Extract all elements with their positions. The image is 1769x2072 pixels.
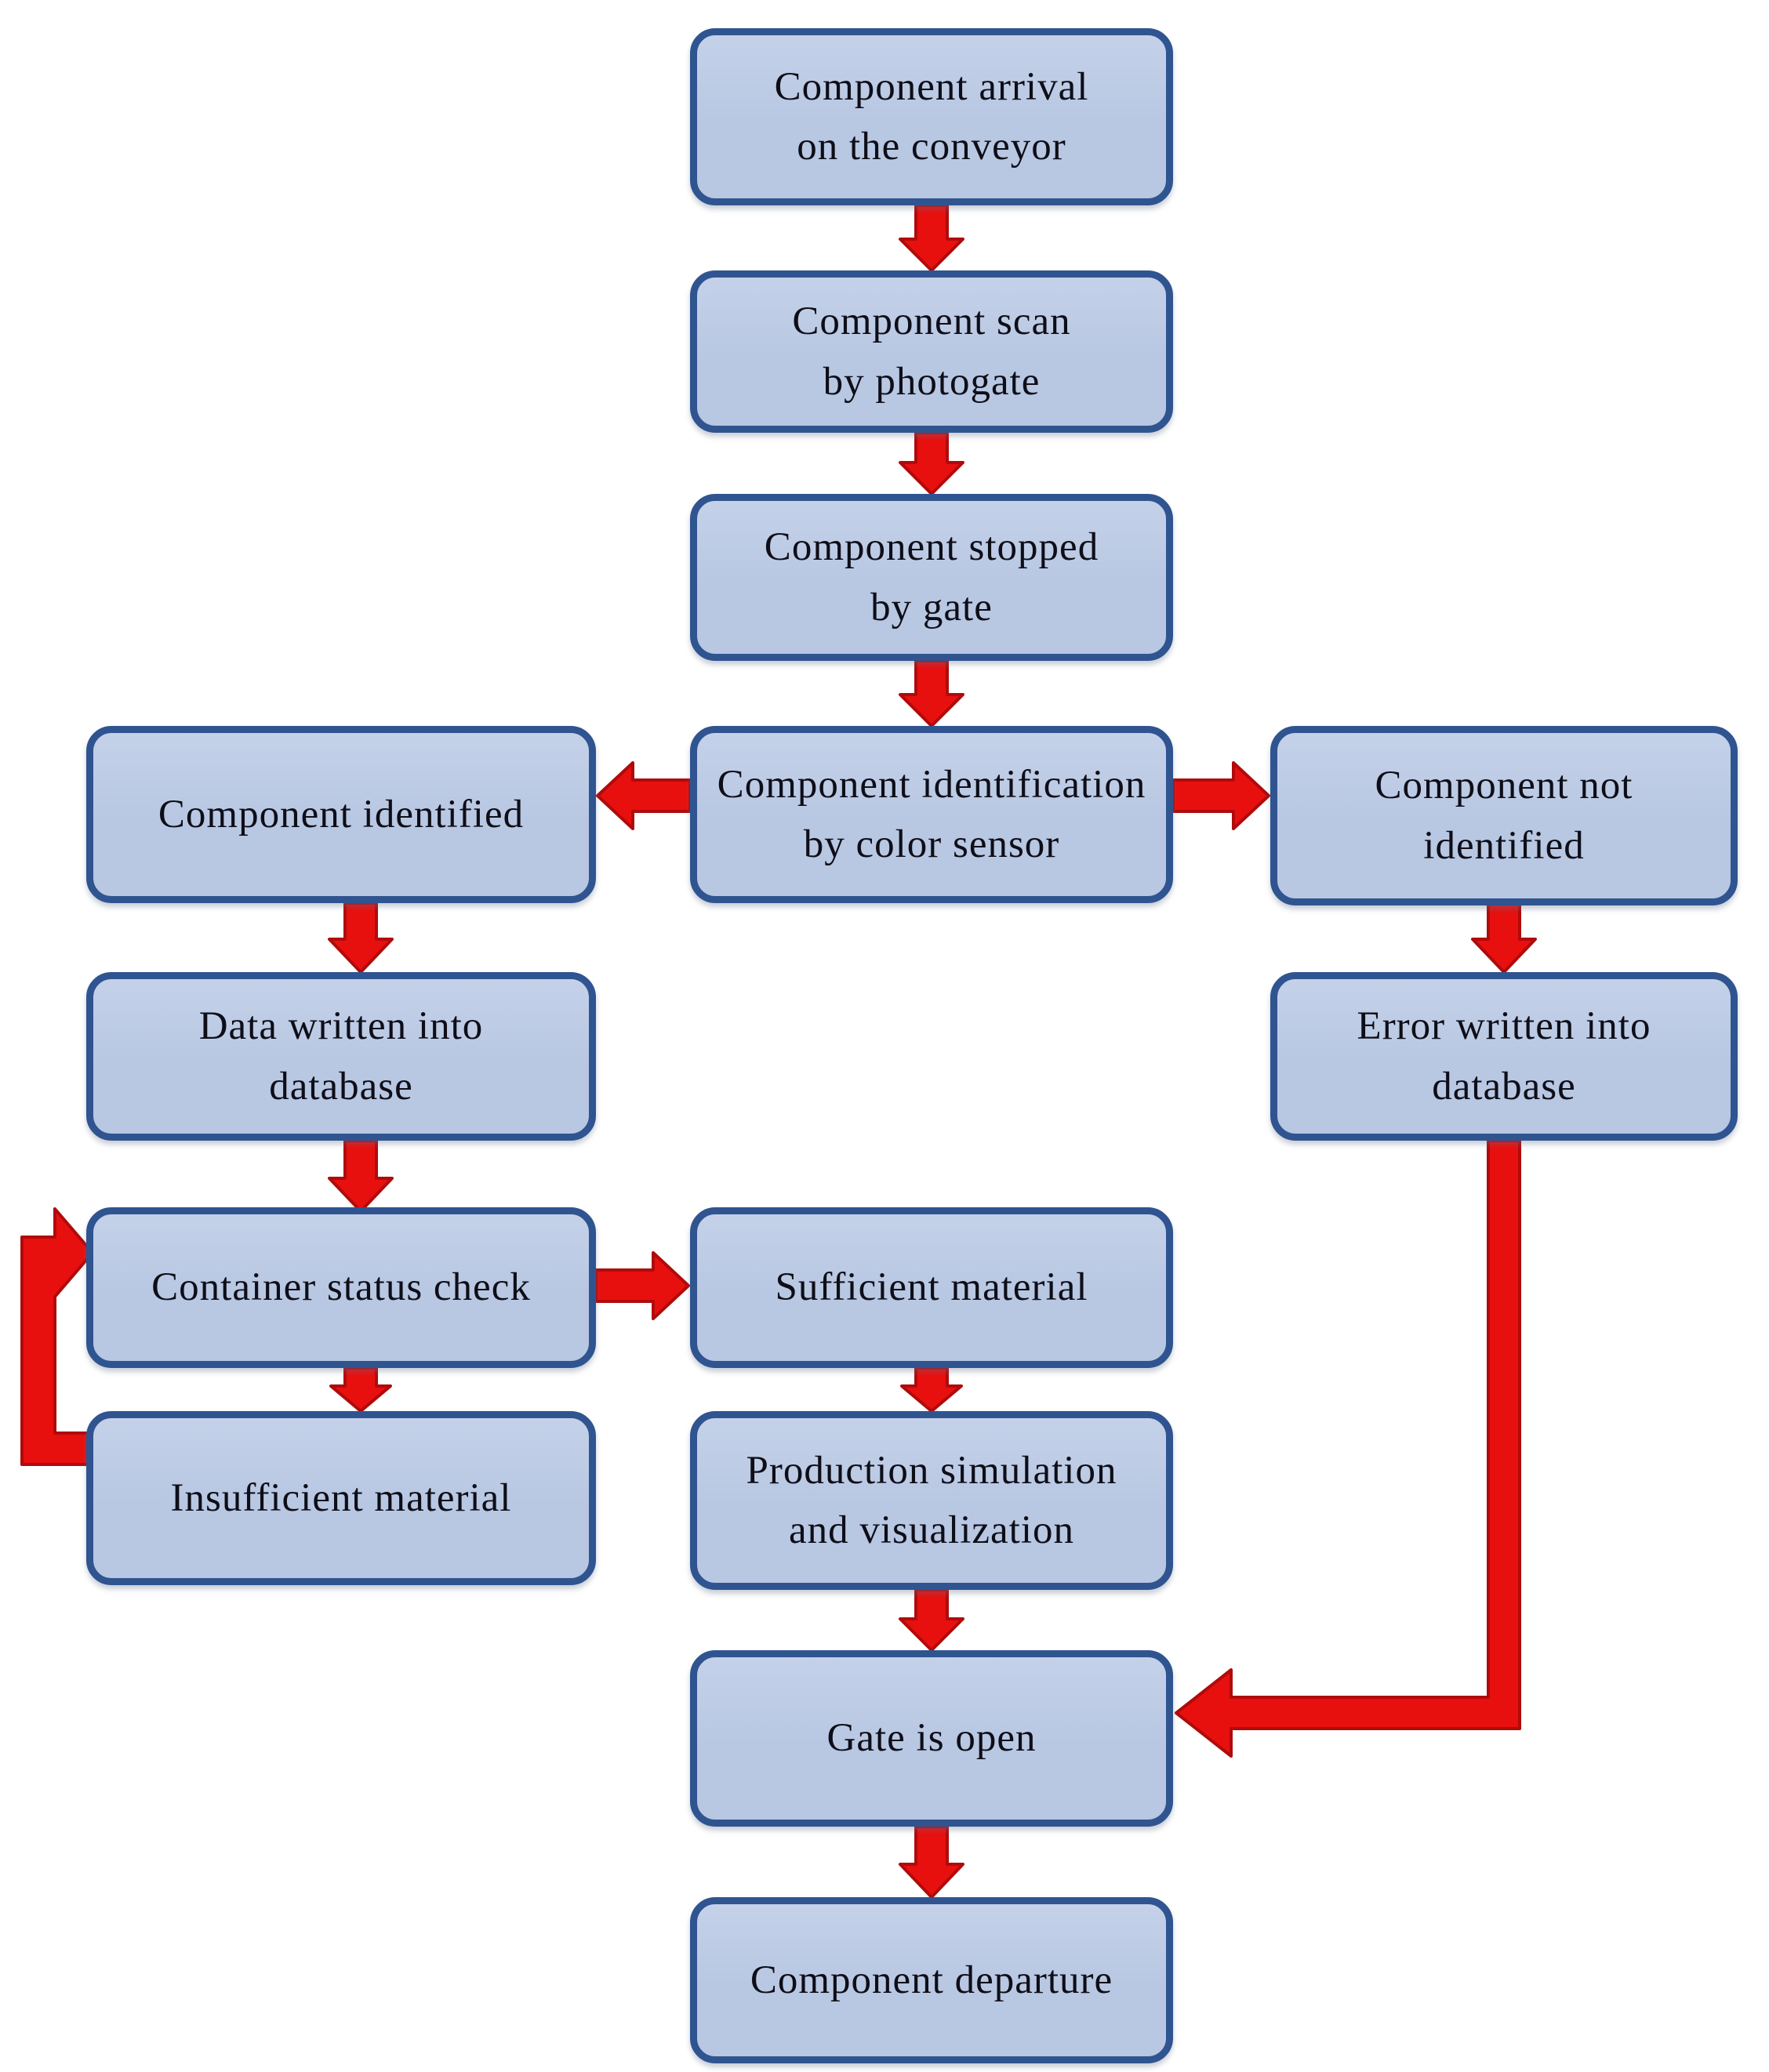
node-component-identification: Component identification by color sensor	[690, 726, 1173, 903]
node-label-line: Component stopped	[764, 525, 1099, 569]
node-production-simulation: Production simulation and visualization	[690, 1411, 1173, 1590]
node-label-line: Component identification	[717, 762, 1146, 807]
arrow-container-check-to-sufficient	[594, 1251, 690, 1320]
node-data-written-into-database: Data written into database	[86, 972, 596, 1141]
node-container-status-check: Container status check	[86, 1207, 596, 1368]
node-label-line: Data written into	[198, 1004, 484, 1048]
arrow-identification-to-not-identified	[1171, 761, 1270, 830]
arrow-data-written-to-container-check	[328, 1139, 394, 1213]
arrow-sufficient-to-production	[900, 1366, 963, 1413]
arrow-production-to-gate-open	[899, 1588, 964, 1652]
node-component-not-identified: Component not identified	[1270, 726, 1738, 905]
node-label-line: database	[269, 1064, 413, 1109]
arrow-error-written-to-gate-open	[1175, 1139, 1521, 1758]
node-label-line: Container status check	[151, 1265, 531, 1310]
node-component-stopped: Component stopped by gate	[690, 494, 1173, 661]
arrow-gate-open-to-departure	[899, 1825, 964, 1899]
node-label-line: Error written into	[1357, 1004, 1651, 1048]
arrow-identified-to-data-written	[328, 902, 394, 974]
node-label-line: Production simulation	[746, 1448, 1117, 1493]
node-component-scan: Component scan by photogate	[690, 270, 1173, 433]
node-label-line: Component identified	[158, 792, 525, 836]
node-label-line: database	[1432, 1064, 1576, 1109]
node-insufficient-material: Insufficient material	[86, 1411, 596, 1585]
arrow-stopped-to-identification	[899, 659, 964, 728]
node-sufficient-material: Sufficient material	[690, 1207, 1173, 1368]
node-label-line: by gate	[870, 585, 993, 630]
node-component-arrival: Component arrival on the conveyor	[690, 28, 1173, 205]
node-component-identified: Component identified	[86, 726, 596, 903]
node-label-line: on the conveyor	[797, 125, 1066, 169]
arrow-arrival-to-scan	[899, 204, 964, 272]
node-gate-is-open: Gate is open	[690, 1650, 1173, 1827]
arrow-scan-to-stopped	[899, 431, 964, 495]
node-label-line: Sufficient material	[775, 1265, 1088, 1310]
node-label-line: and visualization	[789, 1508, 1074, 1552]
arrow-container-check-to-insufficient	[329, 1366, 392, 1413]
node-label-line: Component not	[1375, 764, 1633, 807]
node-label-line: by color sensor	[803, 822, 1060, 866]
node-label-line: by photogate	[823, 359, 1041, 404]
arrow-loop-insufficient-to-container-check	[20, 1207, 94, 1466]
node-error-written-into-database: Error written into database	[1270, 972, 1738, 1141]
node-component-departure: Component departure	[690, 1897, 1173, 2063]
node-label-line: Insufficient material	[170, 1475, 512, 1520]
arrow-identification-to-identified	[596, 761, 692, 830]
node-label-line: identified	[1423, 823, 1585, 868]
node-label-line: Component arrival	[774, 64, 1089, 109]
node-label-line: Component scan	[792, 299, 1071, 343]
node-label-line: Gate is open	[826, 1716, 1037, 1761]
node-label-line: Component departure	[750, 1958, 1113, 2002]
arrow-not-identified-to-error-written	[1471, 902, 1537, 974]
